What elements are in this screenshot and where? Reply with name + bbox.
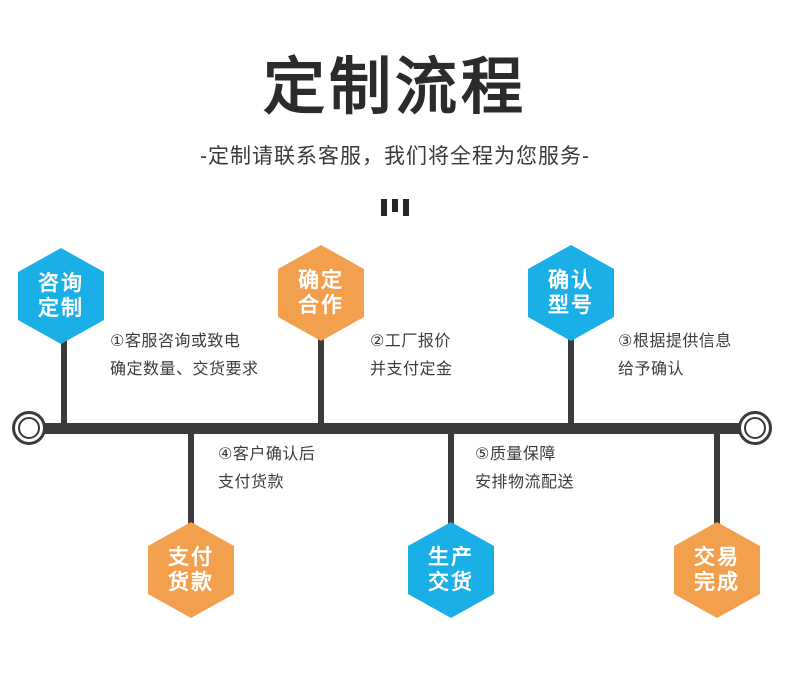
timeline-axis: [36, 423, 754, 434]
node-consult-custom-line2: 定制: [38, 297, 84, 320]
timeline-left-endpoint-icon: [12, 411, 46, 445]
node-consult-custom[interactable]: 咨询 定制: [18, 248, 104, 344]
page-title: 定制流程: [262, 53, 527, 122]
step-caption-5-line1: ⑤质量保障: [475, 446, 556, 463]
page-subtitle: -定制请联系客服，我们将全程为您服务-: [200, 145, 590, 168]
step-caption-1-line2: 确定数量、交货要求: [110, 361, 259, 378]
step-caption-5-line2: 安排物流配送: [475, 474, 575, 491]
step-caption-1: ①客服咨询或致电 确定数量、交货要求: [110, 328, 259, 384]
node-produce-deliver-line2: 交货: [428, 571, 474, 594]
step-caption-4-line1: ④客户确认后: [218, 446, 316, 463]
node-confirm-cooperation-line2: 合作: [298, 294, 344, 317]
node-confirm-cooperation-line1: 确定: [298, 269, 344, 292]
stem-confirm-model: [568, 326, 574, 426]
node-pay-balance[interactable]: 支付 货款: [148, 522, 234, 618]
timeline-right-endpoint-icon: [738, 411, 772, 445]
node-deal-complete-line1: 交易: [694, 546, 740, 569]
step-caption-4-line2: 支付货款: [218, 474, 285, 491]
step-caption-3-line1: ③根据提供信息: [618, 333, 732, 350]
node-deal-complete[interactable]: 交易 完成: [674, 522, 760, 618]
step-caption-3-line2: 给予确认: [618, 361, 685, 378]
step-caption-2-line2: 并支付定金: [370, 361, 453, 378]
step-caption-1-line1: ①客服咨询或致电: [110, 333, 241, 350]
step-caption-5: ⑤质量保障 安排物流配送: [475, 441, 574, 497]
node-pay-balance-line1: 支付: [168, 546, 214, 569]
node-confirm-cooperation[interactable]: 确定 合作: [278, 245, 364, 341]
stem-produce-deliver: [448, 431, 454, 527]
stem-deal-complete: [714, 431, 720, 527]
stem-pay-balance: [188, 431, 194, 527]
node-pay-balance-line2: 货款: [168, 571, 214, 594]
node-produce-deliver[interactable]: 生产 交货: [408, 522, 494, 618]
node-deal-complete-line2: 完成: [694, 571, 740, 594]
step-caption-2-line1: ②工厂报价: [370, 333, 451, 350]
node-produce-deliver-line1: 生产: [428, 546, 474, 569]
step-caption-4: ④客户确认后 支付货款: [218, 441, 315, 497]
stem-consult-custom: [61, 336, 67, 426]
node-confirm-model[interactable]: 确认 型号: [528, 245, 614, 341]
step-caption-3: ③根据提供信息 给予确认: [618, 328, 732, 384]
three-bars-icon: [0, 190, 790, 216]
node-consult-custom-line1: 咨询: [38, 272, 84, 295]
node-confirm-model-line1: 确认: [548, 269, 594, 292]
step-caption-2: ②工厂报价 并支付定金: [370, 328, 453, 384]
node-confirm-model-line2: 型号: [548, 294, 594, 317]
stem-confirm-cooperation: [318, 326, 324, 426]
